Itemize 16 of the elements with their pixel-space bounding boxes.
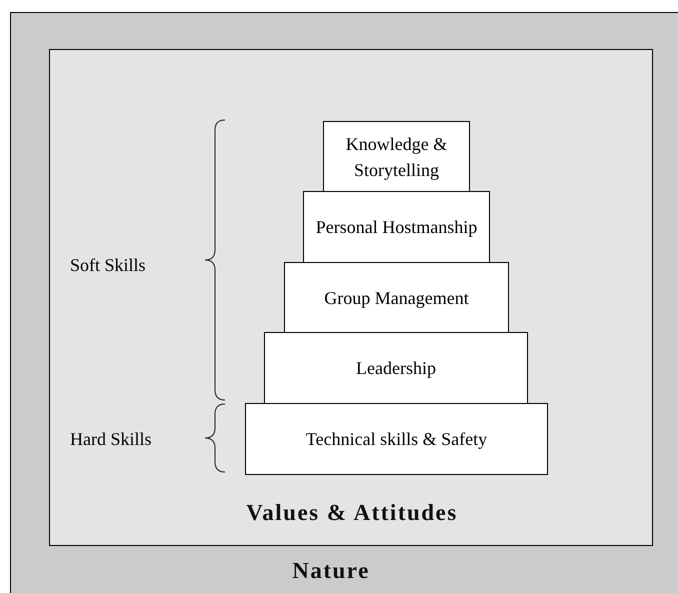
step-box: [245, 403, 548, 475]
step-box: [323, 121, 470, 192]
step-box: [264, 332, 528, 404]
inner-panel: [49, 49, 653, 546]
skill-group-label: Hard Skills: [70, 429, 152, 449]
step-label: Technical skills & Safety: [306, 428, 488, 451]
step-box: [284, 262, 509, 333]
step-label: Knowledge & Storytelling: [344, 132, 448, 182]
layer-title: Values & Attitudes: [246, 499, 458, 527]
step-label: Personal Hostmanship: [316, 216, 478, 239]
step-label: Leadership: [356, 357, 436, 380]
layer-title: Nature: [292, 557, 370, 585]
outer-frame: [10, 12, 678, 593]
step-box: [303, 191, 490, 263]
step-label: Group Management: [324, 286, 469, 310]
skill-group-label: Soft Skills: [70, 255, 146, 275]
